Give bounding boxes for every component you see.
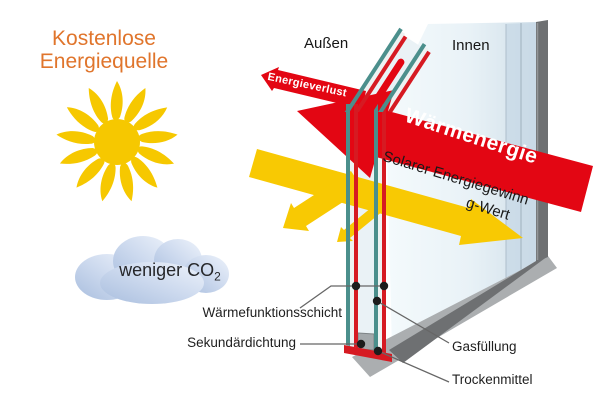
inner-pane-glass-line — [374, 104, 378, 351]
solar-reflection-arrow-large — [283, 171, 363, 231]
energy-loss-arrow — [261, 67, 366, 109]
window-glass-face — [386, 22, 536, 350]
cloud-label: weniger CO2 — [119, 260, 221, 284]
reflected-heat-segment — [364, 58, 405, 112]
page-title: Kostenlose Energiequelle — [4, 27, 204, 73]
co2-subscript: 2 — [214, 269, 221, 284]
inner-pane-coating-line — [382, 104, 386, 353]
outside-label: Außen — [304, 35, 349, 52]
outer-pane-coating-line — [354, 104, 358, 348]
outer-pane-glass-line — [346, 104, 350, 346]
title-line1: Kostenlose — [52, 27, 156, 50]
heat-energy-arrow — [297, 90, 593, 212]
inside-label: Innen — [452, 37, 490, 54]
gas-fill-label: Gasfüllung — [452, 339, 517, 354]
sun-icon — [56, 81, 178, 202]
secondary-seal-label: Sekundärdichtung — [187, 335, 296, 350]
desiccant-label: Trockenmittel — [452, 372, 533, 387]
secondary-seal-strip — [344, 345, 392, 362]
title-line2: Energiequelle — [39, 50, 169, 74]
anchor-dots — [351, 281, 389, 356]
leader-lines — [299, 285, 450, 383]
heat-layer-label: Wärmefunktionsschicht — [202, 305, 342, 320]
sun-rays — [56, 81, 178, 202]
cloud-icon — [75, 236, 229, 304]
